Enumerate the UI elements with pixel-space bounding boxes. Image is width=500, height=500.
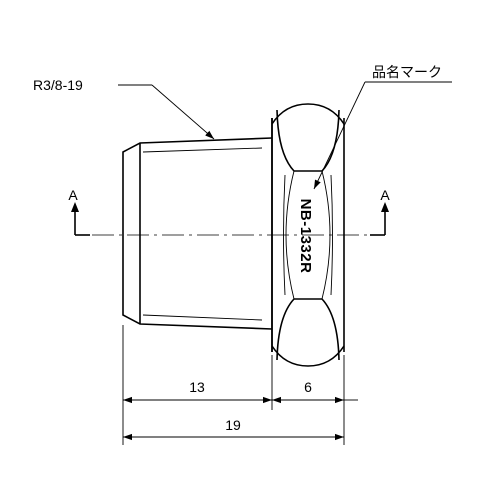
product-mark-text: NB-1332R	[297, 199, 314, 274]
dimension-hex-width-label: 6	[304, 379, 312, 395]
section-mark-left	[71, 202, 90, 236]
product-mark-label: 品名マーク	[372, 65, 442, 81]
section-label-left: A	[68, 187, 78, 203]
product-mark-leader	[313, 81, 452, 190]
dimension-overall-length-label: 19	[225, 417, 241, 433]
dimension-thread-length-label: 13	[189, 379, 205, 395]
section-mark-right	[370, 202, 389, 236]
section-label-right: A	[380, 187, 390, 203]
thread-spec-label: R3/8-19	[33, 77, 83, 93]
thread-spec-leader	[118, 84, 215, 140]
